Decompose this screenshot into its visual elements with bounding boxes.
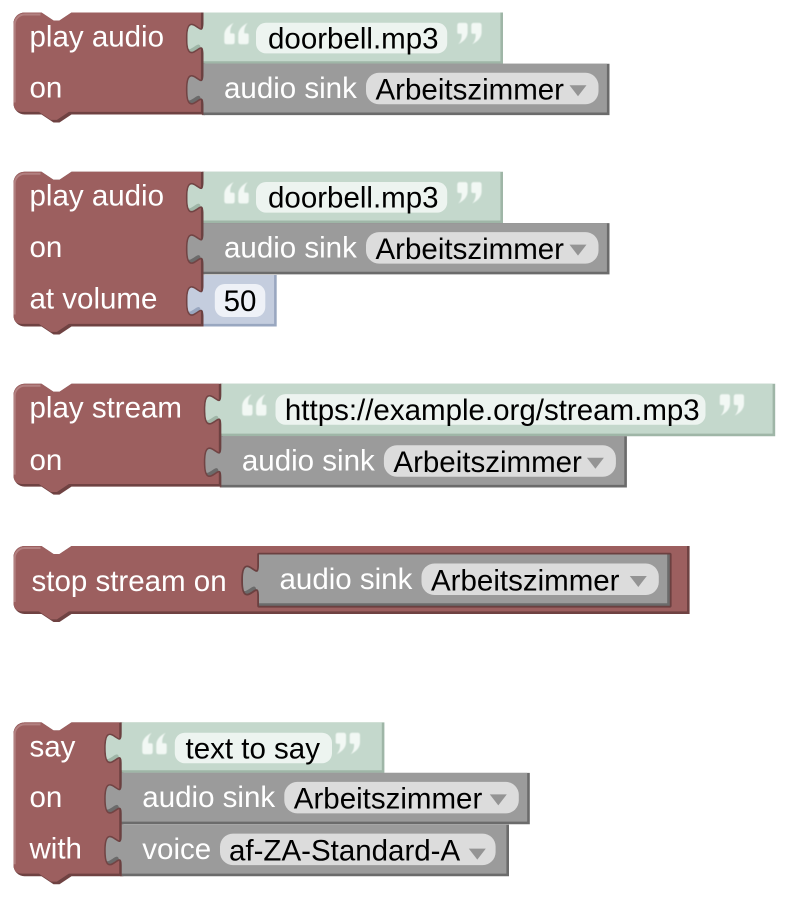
svg-text:Arbeitszimmer: Arbeitszimmer — [393, 446, 582, 479]
svg-text:audio sink: audio sink — [224, 72, 357, 105]
svg-text:af-ZA-Standard-A: af-ZA-Standard-A — [229, 834, 460, 867]
svg-text:Arbeitszimmer: Arbeitszimmer — [294, 783, 483, 816]
svg-text:voice: voice — [142, 833, 211, 866]
svg-text:play stream: play stream — [30, 392, 182, 425]
svg-text:play audio: play audio — [30, 20, 165, 53]
svg-text:50: 50 — [224, 285, 257, 318]
svg-text:at volume: at volume — [30, 283, 158, 316]
svg-text:doorbell.mp3: doorbell.mp3 — [268, 182, 439, 215]
svg-text:on: on — [30, 444, 63, 477]
svg-text:Arbeitszimmer: Arbeitszimmer — [431, 564, 620, 597]
svg-text:play audio: play audio — [30, 180, 165, 213]
svg-text:audio sink: audio sink — [142, 781, 275, 814]
svg-text:audio sink: audio sink — [280, 563, 413, 596]
svg-text:on: on — [30, 231, 63, 264]
svg-text:text to say: text to say — [186, 732, 321, 765]
svg-text:Arbeitszimmer: Arbeitszimmer — [376, 233, 565, 266]
svg-text:on: on — [30, 781, 63, 814]
svg-text:Arbeitszimmer: Arbeitszimmer — [376, 74, 565, 107]
svg-text:with: with — [29, 833, 82, 866]
svg-text:audio sink: audio sink — [224, 231, 357, 264]
svg-text:on: on — [30, 72, 63, 105]
svg-text:doorbell.mp3: doorbell.mp3 — [268, 23, 439, 56]
svg-text:audio sink: audio sink — [242, 445, 375, 478]
svg-text:stop stream on: stop stream on — [32, 565, 227, 598]
svg-text:say: say — [30, 730, 76, 763]
svg-text:https://example.org/stream.mp3: https://example.org/stream.mp3 — [285, 394, 700, 427]
